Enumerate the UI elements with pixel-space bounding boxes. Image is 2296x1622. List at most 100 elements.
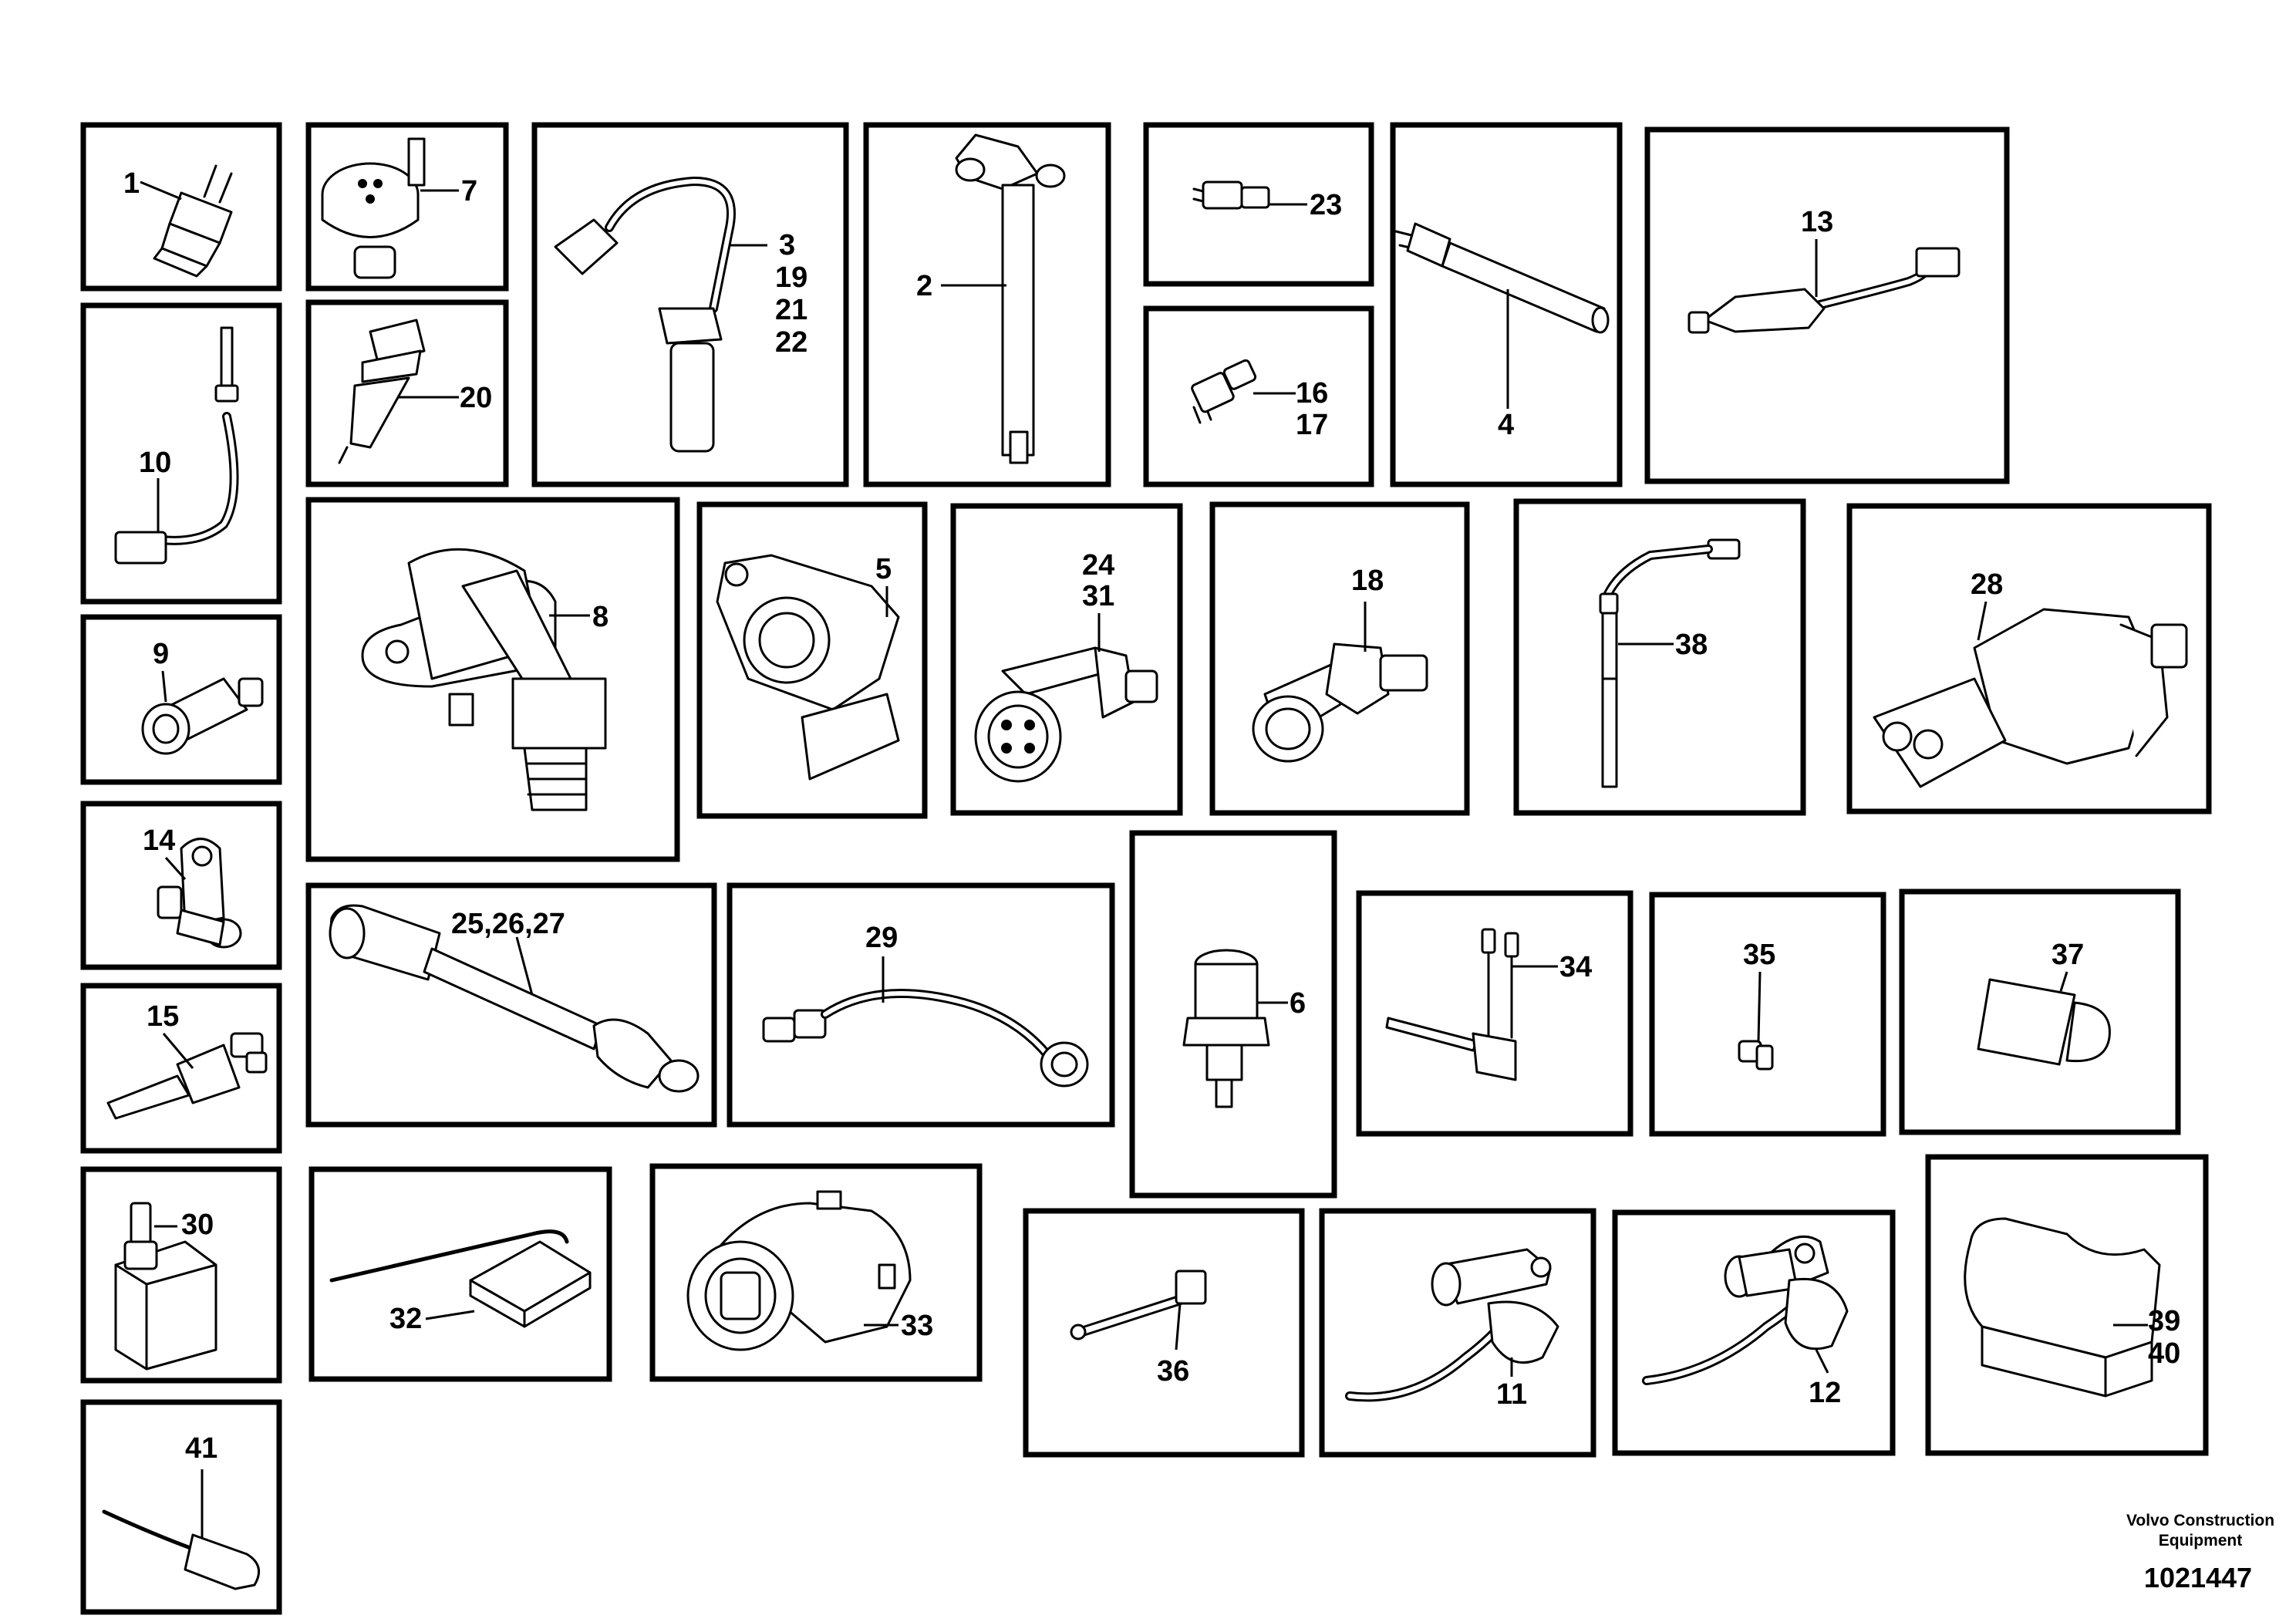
panel-item-34: 34 <box>1356 890 1633 1137</box>
callout-1: 1 <box>123 167 140 200</box>
panel-item-11: 11 <box>1319 1208 1596 1458</box>
callout-22: 22 <box>775 326 807 359</box>
sensor-item-20 <box>338 319 426 464</box>
panel-item-37: 37 <box>1899 889 2181 1135</box>
panel-item-29: 29 <box>727 882 1115 1128</box>
sensor-item-30 <box>114 1202 217 1371</box>
callout-32: 32 <box>389 1303 422 1335</box>
panel-item-30: 30 <box>80 1166 282 1384</box>
callout-2: 2 <box>916 270 932 302</box>
callout-28: 28 <box>1971 568 2003 601</box>
sensor-item-4 <box>1394 222 1610 334</box>
callout-21: 21 <box>775 294 807 326</box>
callout-31: 31 <box>1082 580 1114 612</box>
sensor-item-23 <box>1192 180 1270 210</box>
sensor-item-9 <box>141 677 264 755</box>
callout-17: 17 <box>1296 409 1328 441</box>
sensor-item-39 <box>1964 1217 2161 1398</box>
panel-item-38: 38 <box>1513 498 1806 816</box>
sensor-item-25 <box>329 904 700 1093</box>
callout-39: 39 <box>2148 1305 2180 1337</box>
panel-item-13: 13 <box>1644 126 2010 484</box>
panel-item-36: 36 <box>1023 1208 1305 1458</box>
callout-14: 14 <box>143 824 175 857</box>
panel-item-24: 24 31 <box>950 503 1183 816</box>
panel-item-7: 7 <box>305 122 509 292</box>
sensor-item-33 <box>686 1190 912 1351</box>
callout-19: 19 <box>775 261 807 294</box>
drawing-number: 1021447 <box>2144 1562 2252 1593</box>
panel-item-10: 10 <box>80 302 282 605</box>
publisher-name-line2: Equipment <box>2159 1532 2243 1549</box>
sensor-item-37 <box>1977 978 2111 1066</box>
panel-item-5: 5 <box>696 501 928 819</box>
callout-3: 3 <box>779 229 795 261</box>
sensor-item-12 <box>1642 1235 1849 1385</box>
panel-item-28: 28 <box>1846 503 2212 814</box>
panel-item-2: 2 <box>863 122 1111 487</box>
panel-item-23: 23 <box>1143 122 1374 287</box>
callout-40: 40 <box>2148 1337 2180 1370</box>
panel-item-25: 25,26,27 <box>305 882 717 1128</box>
sensor-item-15 <box>106 1032 268 1120</box>
panel-item-12: 12 <box>1612 1209 1896 1456</box>
callout-25-26-27: 25,26,27 <box>451 908 565 940</box>
panel-item-4: 4 <box>1390 122 1623 487</box>
panel-item-3: 3 19 21 22 <box>531 122 849 487</box>
sensor-item-1 <box>153 164 233 278</box>
callout-9: 9 <box>153 638 169 670</box>
sensor-item-13 <box>1687 247 1961 334</box>
sensor-item-24 <box>974 646 1158 783</box>
panel-item-33: 33 <box>649 1163 983 1382</box>
callout-12: 12 <box>1809 1377 1841 1409</box>
panel-item-8: 8 <box>305 497 680 862</box>
callout-18: 18 <box>1351 565 1384 597</box>
callout-8: 8 <box>592 601 609 633</box>
callout-5: 5 <box>875 553 892 585</box>
callout-41: 41 <box>185 1432 217 1465</box>
panel-item-9: 9 <box>80 614 282 785</box>
publisher-name-line1: Volvo Construction <box>2126 1512 2274 1529</box>
sensor-item-38 <box>1599 538 1741 788</box>
callout-15: 15 <box>147 1000 179 1033</box>
callout-38: 38 <box>1675 629 1708 661</box>
callout-30: 30 <box>181 1209 214 1241</box>
panel-item-16: 16 17 <box>1143 305 1374 487</box>
sensor-item-41 <box>102 1509 261 1590</box>
panel-item-41: 41 <box>80 1399 282 1615</box>
callout-34: 34 <box>1559 951 1592 983</box>
panel-item-35: 35 <box>1649 892 1886 1137</box>
panel-item-32: 32 <box>308 1166 612 1382</box>
sensor-item-10 <box>114 326 239 565</box>
callout-10: 10 <box>139 447 171 479</box>
sensor-item-18 <box>1252 642 1428 763</box>
sensor-item-34 <box>1385 928 1519 1081</box>
callout-35: 35 <box>1743 939 1775 971</box>
panel-item-15: 15 <box>80 983 282 1154</box>
callout-13: 13 <box>1801 206 1833 238</box>
sensor-item-29 <box>762 989 1089 1088</box>
callout-4: 4 <box>1498 409 1514 441</box>
sensor-item-3 <box>554 176 736 453</box>
sensor-item-14 <box>157 838 242 949</box>
callout-24: 24 <box>1082 549 1114 582</box>
callout-6: 6 <box>1290 987 1306 1020</box>
sensor-item-36 <box>1070 1270 1207 1340</box>
sensor-item-7 <box>321 137 426 279</box>
sensor-item-35 <box>1738 1040 1774 1071</box>
callout-16: 16 <box>1296 377 1328 410</box>
panel-item-6: 6 <box>1129 830 1337 1199</box>
sensor-item-32 <box>329 1229 592 1328</box>
sensor-item-6 <box>1182 949 1270 1108</box>
callout-20: 20 <box>460 382 492 414</box>
sensor-item-2 <box>955 133 1066 464</box>
panel-item-39: 39 40 <box>1925 1154 2209 1456</box>
sensor-item-28 <box>1873 608 2188 788</box>
panel-item-14: 14 <box>80 801 282 970</box>
sensor-item-8 <box>361 548 607 811</box>
panel-item-20: 20 <box>305 299 509 487</box>
panel-item-1: 1 <box>80 122 282 292</box>
panel-item-18: 18 <box>1209 501 1470 816</box>
